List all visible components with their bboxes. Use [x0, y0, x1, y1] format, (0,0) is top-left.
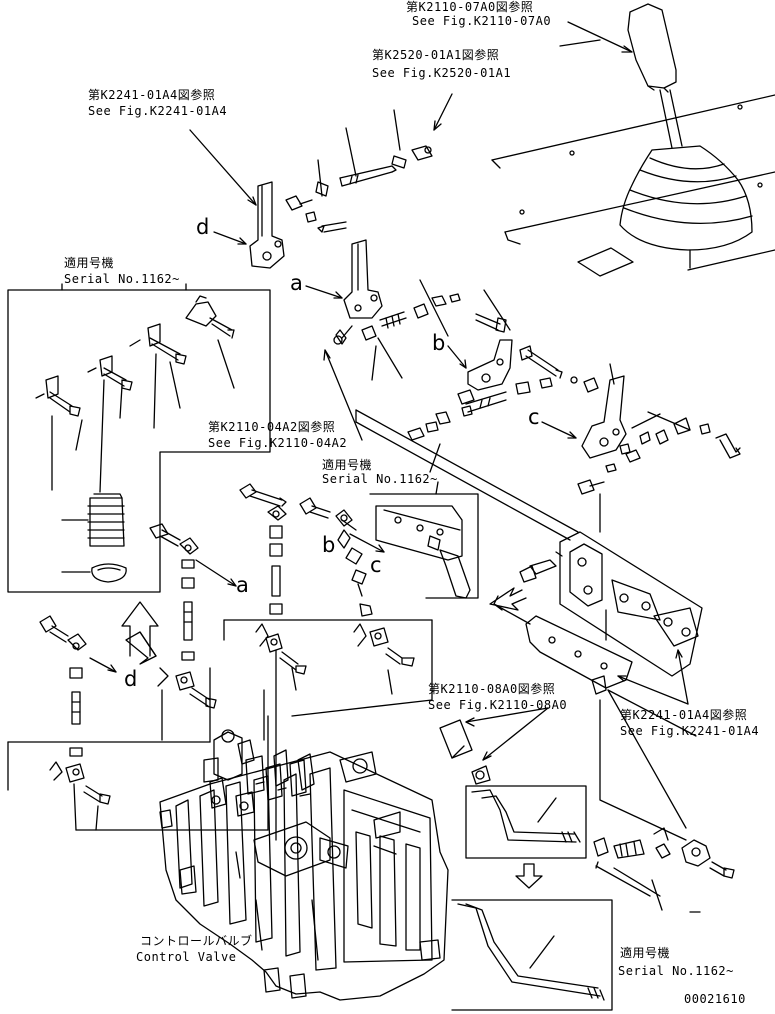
figure-number: 00021610 [684, 992, 746, 1006]
callout-k2110-07a0-jp: 第K2110-07A0図参照 [406, 0, 534, 14]
detail-box-mid [341, 493, 479, 599]
callout-k2241-01a4-right-jp: 第K2241-01A4図参照 [620, 708, 748, 722]
serial-label-leaders [185, 283, 439, 495]
callout-k2110-08a0-jp: 第K2110-08A0図参照 [428, 682, 556, 696]
control-lever [619, 3, 753, 269]
linkage-bracket-b [457, 339, 615, 413]
callout-k2110-07a0-en: See Fig.K2110-07A0 [412, 14, 552, 28]
callout-k2110-08a0-en: See Fig.K2110-08A0 [428, 698, 568, 712]
detail-box-left-parts [35, 295, 235, 583]
callout-k2520-01a1-en: See Fig.K2520-01A1 [372, 66, 512, 80]
detail-box-left [7, 283, 271, 593]
bottom-right-linkage [593, 827, 735, 913]
linkage-bracket-d [249, 181, 285, 269]
lower-clip-assemblies [223, 619, 433, 841]
rod-column-a [149, 523, 385, 661]
detail-letter-d-bottom: d [124, 667, 138, 691]
control-valve-label-en: Control Valve [136, 950, 237, 964]
detail-letter-b-top: b [432, 331, 446, 355]
base-plate-assembly [493, 531, 703, 695]
detail-letter-c-top: c [528, 405, 540, 429]
hose-detail-upper [439, 719, 587, 859]
linkage-bracket-a [333, 239, 383, 345]
detail-letter-d-top: d [196, 215, 210, 239]
control-valve-label-jp: コントロールバルブ [140, 934, 253, 948]
callout-k2110-04a2-jp: 第K2110-04A2図参照 [208, 420, 336, 434]
detail-letter-b-mid: b [322, 533, 336, 557]
detail-letter-c-mid: c [370, 553, 382, 577]
direction-arrows [121, 587, 543, 889]
callout-k2241-01a4-right-en: See Fig.K2241-01A4 [620, 724, 760, 738]
serial-note-mid-en: Serial No.1162~ [322, 472, 438, 486]
callout-k2110-04a2-en: See Fig.K2110-04A2 [208, 436, 348, 450]
serial-note-left-jp: 適用号機 [64, 256, 115, 270]
cab-floor-panel [491, 39, 775, 277]
callout-k2241-01a4-top-jp: 第K2241-01A4図参照 [88, 88, 216, 102]
detail-letter-a-top: a [290, 271, 303, 295]
linkage-bracket-c [577, 375, 741, 533]
bolts-upper [285, 109, 433, 233]
rod-assembly-middle [361, 279, 511, 379]
bolts-mid-bc [239, 483, 373, 617]
serial-note-bottom-jp: 適用号機 [620, 946, 671, 960]
callout-k2520-01a1-jp: 第K2520-01A1図参照 [372, 48, 500, 62]
detail-letter-a-mid: a [236, 573, 249, 597]
hose-detail-lower [451, 899, 613, 1011]
detail-bracket-right [599, 689, 697, 841]
serial-note-mid-jp: 適用号機 [322, 458, 373, 472]
bolts-left-row [371, 345, 473, 473]
valve-spool-fittings [203, 729, 315, 817]
callout-leaders-top [189, 21, 689, 829]
lower-detail-d [7, 615, 269, 831]
callout-k2241-01a4-top-en: See Fig.K2241-01A4 [88, 104, 228, 118]
long-link-rod [355, 409, 579, 541]
serial-note-left-en: Serial No.1162~ [64, 272, 180, 286]
serial-note-bottom-en: Serial No.1162~ [618, 964, 734, 978]
